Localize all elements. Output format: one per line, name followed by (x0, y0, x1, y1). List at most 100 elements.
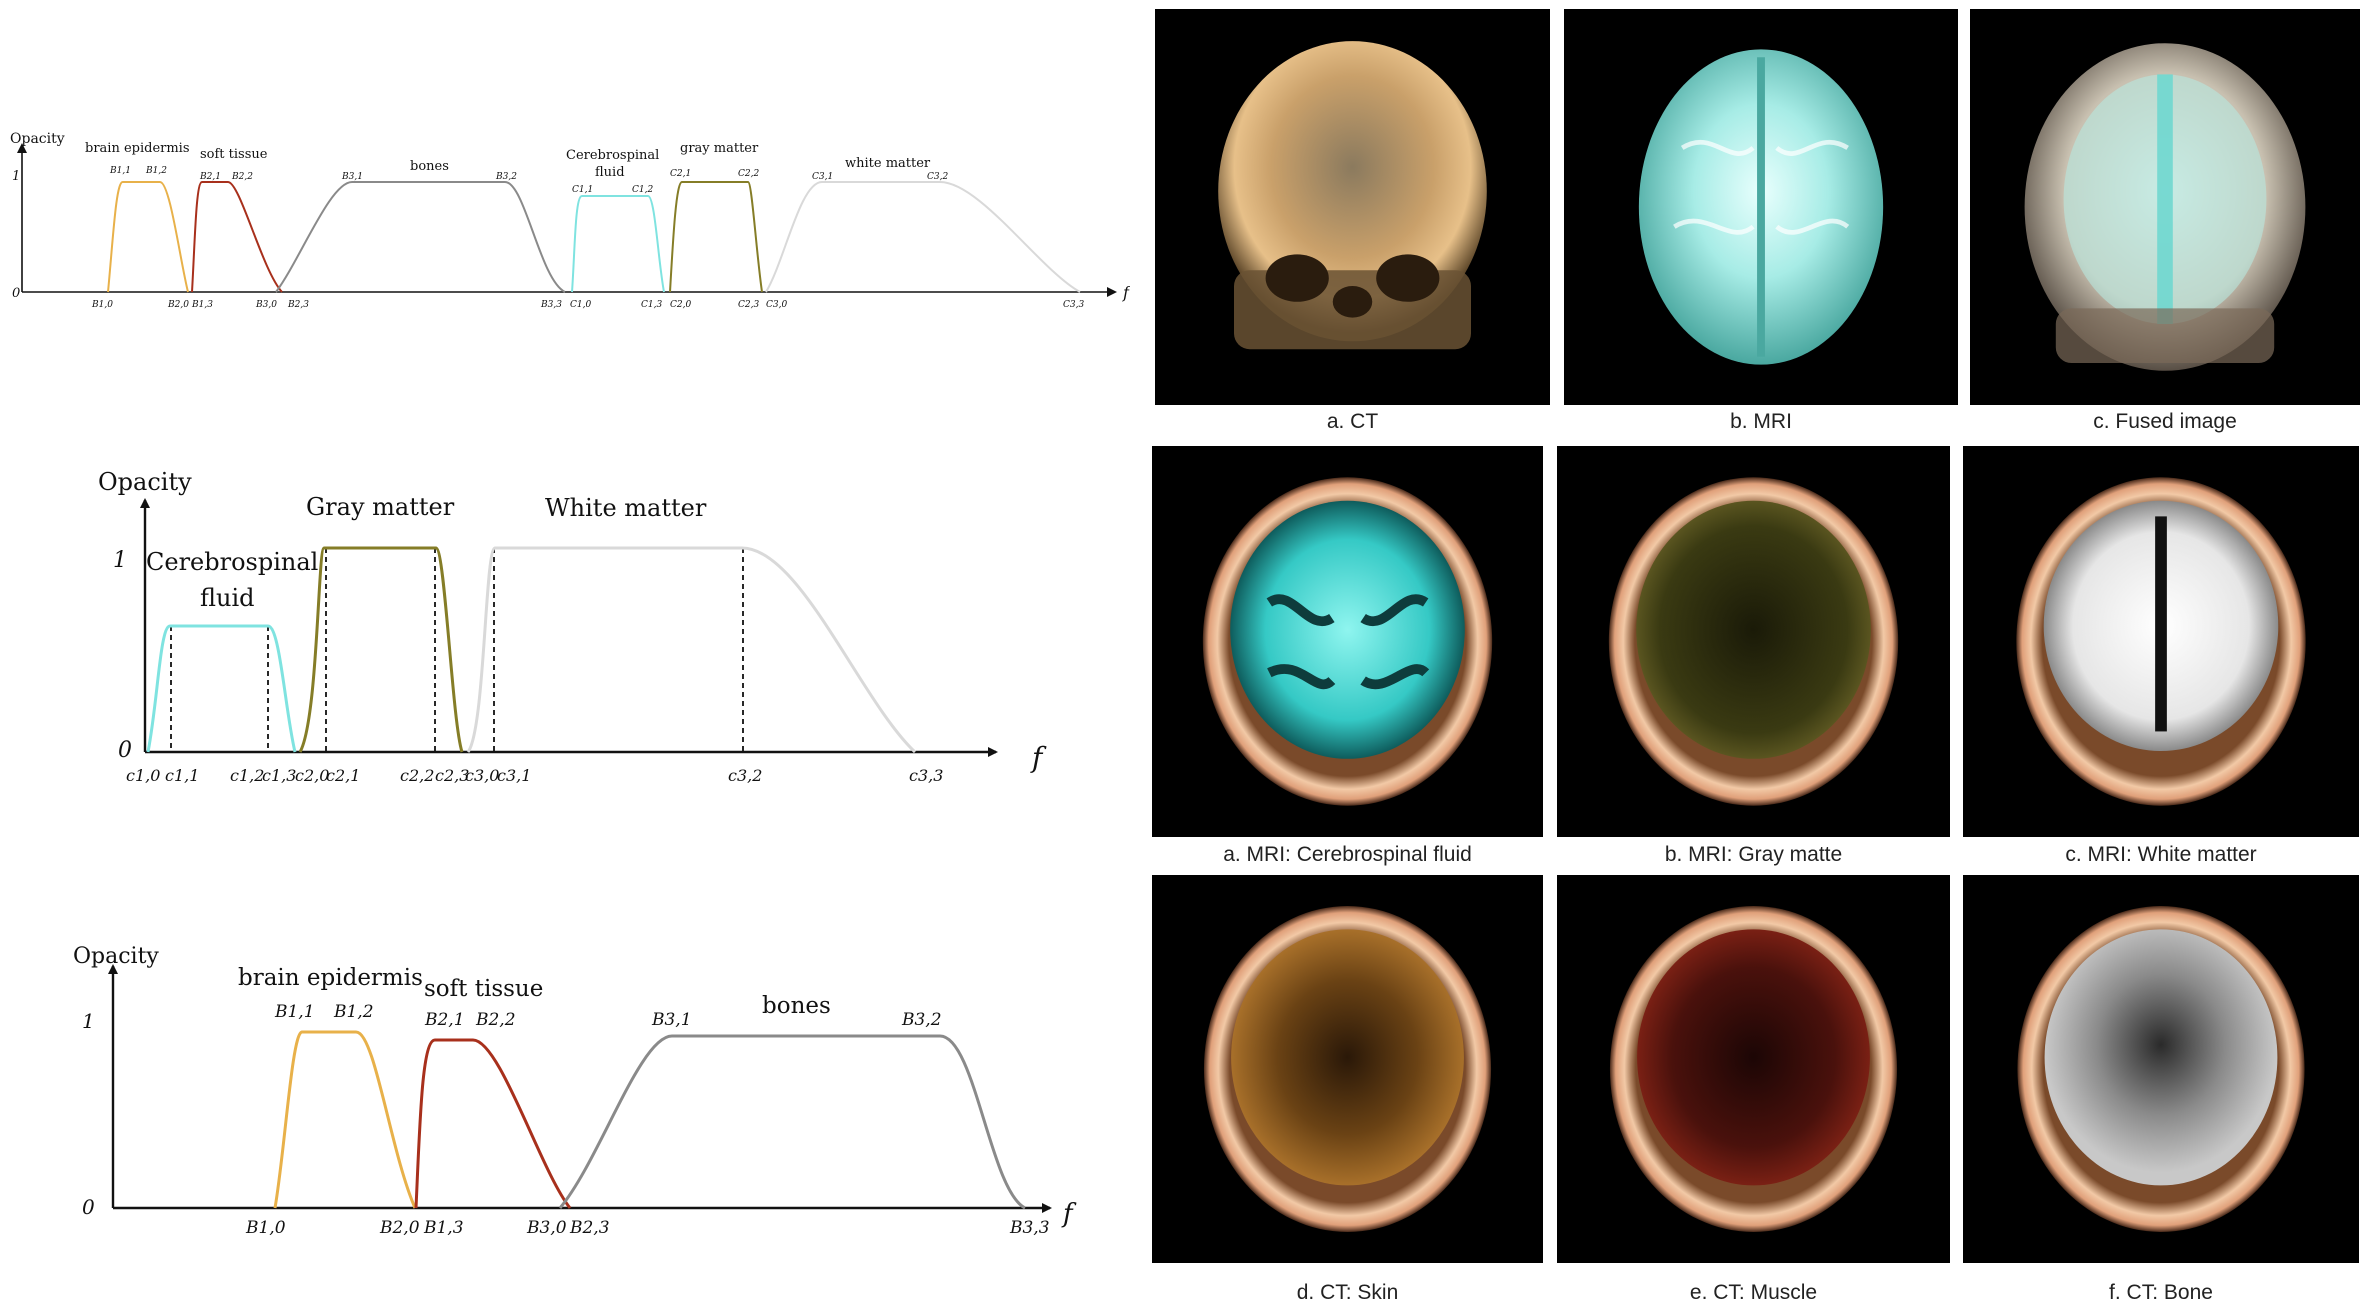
curve-middle-csf (146, 624, 297, 753)
tick-middle-c23: c2,3 (435, 766, 469, 785)
chart-middle: Opacity f 1 0 Cerebrospinal fluid Gray m… (98, 468, 1047, 785)
label-top-soft-tissue: soft tissue (200, 147, 268, 162)
chart-bottom-y-one: 1 (82, 1009, 95, 1033)
curve-middle-gray-matter (298, 546, 464, 753)
tick-middle-c21: c2,1 (326, 766, 360, 785)
chart-bottom-x-title: f (1061, 1199, 1077, 1229)
tick-top-C33: C3,3 (1063, 300, 1084, 310)
label-bottom-soft-tissue: soft tissue (424, 976, 543, 1002)
image-mri-white (1963, 446, 2359, 837)
tick-top-B23: B2,3 (287, 300, 309, 310)
chart-top-y-one: 1 (12, 169, 20, 184)
tick-bottom-B20: B2,0 (379, 1218, 420, 1238)
image-mri-gray (1557, 446, 1950, 837)
curve-top-gray-matter (669, 181, 763, 293)
chart-bottom-y-zero: 0 (82, 1195, 95, 1219)
pt-bottom-B32: B3,2 (901, 1010, 942, 1030)
caption-ct: a. CT (1326, 410, 1379, 433)
chart-middle-y-title: Opacity (98, 468, 192, 496)
tick-bottom-B30: B3,0 (526, 1218, 567, 1238)
caption-ct-bone: f. CT: Bone (2109, 1281, 2213, 1304)
curve-bottom-soft-tissue (414, 1038, 572, 1209)
label-bottom-bones: bones (762, 993, 831, 1019)
label-top-white-matter: white matter (845, 156, 931, 171)
tick-bottom-B33: B3,3 (1009, 1218, 1050, 1238)
caption-ct-muscle: e. CT: Muscle (1689, 1281, 1818, 1304)
chart-top-y-zero: 0 (12, 286, 20, 301)
label-bottom-brain-epidermis: brain epidermis (238, 965, 423, 991)
pt-top-C11: C1,1 (572, 185, 593, 195)
caption-mri-csf: a. MRI: Cerebrospinal fluid (1223, 843, 1472, 866)
caption-ct-skin: d. CT: Skin (1296, 1281, 1399, 1304)
image-ct (1155, 9, 1550, 405)
label-top-bones: bones (410, 159, 449, 174)
image-ct-bone (1963, 875, 2359, 1263)
image-mri-csf (1152, 446, 1543, 837)
caption-mri-gray: b. MRI: Gray matte (1664, 843, 1843, 866)
pt-top-C32: C3,2 (927, 172, 948, 182)
curve-top-epidermis (107, 180, 189, 293)
label-middle-csf-1: Cerebrospinal (146, 548, 318, 576)
image-ct-skin (1152, 875, 1543, 1263)
curve-top-white-matter (765, 181, 1081, 293)
curve-middle-white-matter (466, 546, 917, 754)
caption-fused: c. Fused image (2093, 410, 2237, 433)
pt-top-C12: C1,2 (632, 185, 653, 195)
chart-top-x-title: f (1122, 283, 1130, 302)
pt-top-C21: C2,1 (670, 169, 691, 179)
image-fused (1970, 9, 2360, 405)
label-top-gray-matter: gray matter (680, 141, 759, 156)
label-top-csf-1: Cerebrospinal (566, 148, 659, 163)
pt-bottom-B11: B1,1 (274, 1002, 315, 1022)
label-top-csf-2: fluid (595, 165, 625, 180)
chart-middle-y-one: 1 (113, 548, 127, 573)
tick-middle-c11: c1,1 (165, 766, 199, 785)
chart-bottom-y-title: Opacity (73, 944, 159, 969)
pt-top-B32: B3,2 (495, 172, 517, 182)
tick-middle-c12: c1,2 (230, 766, 264, 785)
pt-top-B12: B1,2 (145, 166, 167, 176)
tick-middle-c20: c2,0 (295, 766, 329, 785)
chart-bottom: Opacity f 1 0 brain epidermis soft tissu… (73, 944, 1077, 1238)
pt-bottom-B12: B1,2 (333, 1002, 374, 1022)
pt-top-B11: B1,1 (109, 166, 131, 176)
transfer-function-diagrams: Opacity f 1 0 brain epidermis soft tissu… (10, 131, 1130, 1238)
curve-bottom-epidermis (273, 1030, 417, 1209)
label-middle-csf-2: fluid (200, 584, 255, 612)
tick-middle-c22: c2,2 (400, 766, 434, 785)
caption-mri-white: c. MRI: White matter (2065, 843, 2257, 866)
tick-middle-c33: c3,3 (909, 766, 943, 785)
label-middle-white-matter: White matter (545, 494, 707, 522)
tick-middle-c30: c3,0 (465, 766, 499, 785)
pt-top-C22: C2,2 (738, 169, 759, 179)
pt-top-C31: C3,1 (812, 172, 833, 182)
tick-top-C23: C2,3 (738, 300, 759, 310)
label-top-brain-epidermis: brain epidermis (85, 141, 190, 156)
pt-top-B21: B2,1 (199, 172, 221, 182)
tick-top-C30: C3,0 (766, 300, 787, 310)
tick-middle-c31: c3,1 (497, 766, 531, 785)
tick-middle-c10: c1,0 (126, 766, 160, 785)
chart-middle-x-title: f (1030, 741, 1047, 774)
pt-bottom-B21: B2,1 (424, 1010, 465, 1030)
chart-top-y-title: Opacity (10, 131, 65, 147)
tick-bottom-B23: B2,3 (569, 1218, 610, 1238)
caption-mri: b. MRI (1730, 410, 1792, 433)
tick-top-C20: C2,0 (670, 300, 691, 310)
chart-top: Opacity f 1 0 brain epidermis soft tissu… (10, 131, 1130, 310)
pt-top-B31: B3,1 (341, 172, 363, 182)
tick-middle-c32: c3,2 (728, 766, 762, 785)
tick-middle-c13: c1,3 (262, 766, 296, 785)
pt-top-B22: B2,2 (231, 172, 253, 182)
pt-bottom-B31: B3,1 (651, 1010, 692, 1030)
chart-middle-y-zero: 0 (118, 738, 132, 763)
curve-top-bones (275, 181, 566, 293)
tick-top-B13: B1,3 (191, 300, 213, 310)
curve-top-soft-tissue (191, 181, 283, 293)
tick-top-B10: B1,0 (91, 300, 113, 310)
tick-bottom-B10: B1,0 (245, 1218, 286, 1238)
tick-bottom-B13: B1,3 (423, 1218, 464, 1238)
tick-top-C13: C1,3 (641, 300, 662, 310)
tick-top-B33: B3,3 (540, 300, 562, 310)
image-ct-muscle (1557, 875, 1950, 1263)
